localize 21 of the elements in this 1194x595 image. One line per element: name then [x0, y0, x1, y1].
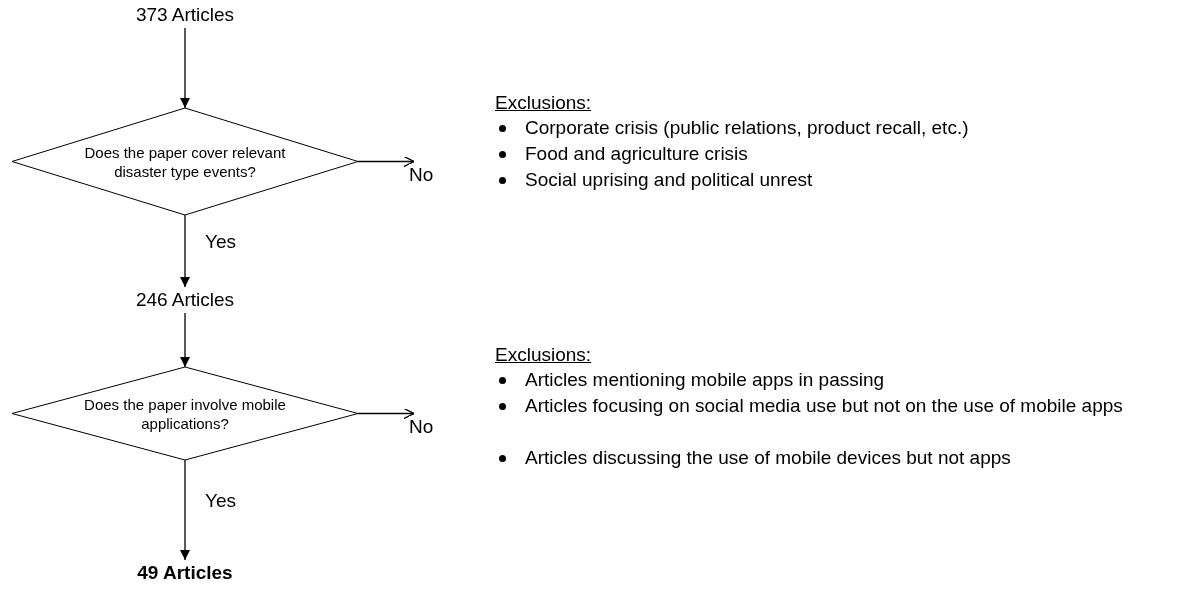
list-item: Food and agriculture crisis — [525, 142, 749, 166]
article-count: 49 Articles — [137, 562, 233, 584]
list-heading: Exclusions: — [495, 343, 592, 367]
arrow — [180, 214, 190, 288]
list-item: Corporate crisis (public relations, product recall, etc.) — [525, 116, 970, 140]
article-count: 246 Articles — [135, 289, 235, 311]
decision-diamond — [12, 108, 358, 215]
arrow — [180, 312, 190, 368]
question-text: Does the paper involve mobile applications? — [83, 394, 287, 433]
article-count: 373 Articles — [135, 4, 235, 26]
list-heading: Exclusions: — [495, 91, 592, 115]
question-text: Does the paper cover relevant disaster type events? — [83, 142, 287, 181]
list-item: Articles mentioning mobile apps in passing — [525, 368, 886, 392]
arrow — [357, 155, 415, 168]
list-item: Articles discussing the use of mobile devices but not apps — [525, 446, 1012, 470]
arrow — [180, 459, 190, 561]
decision-diamond — [12, 367, 358, 460]
arrow — [180, 27, 190, 109]
list-item: Articles focusing on social media use but not on the use of mobile apps — [525, 394, 1124, 418]
list-item: Social uprising and political unrest — [525, 168, 814, 192]
arrow — [357, 407, 415, 420]
